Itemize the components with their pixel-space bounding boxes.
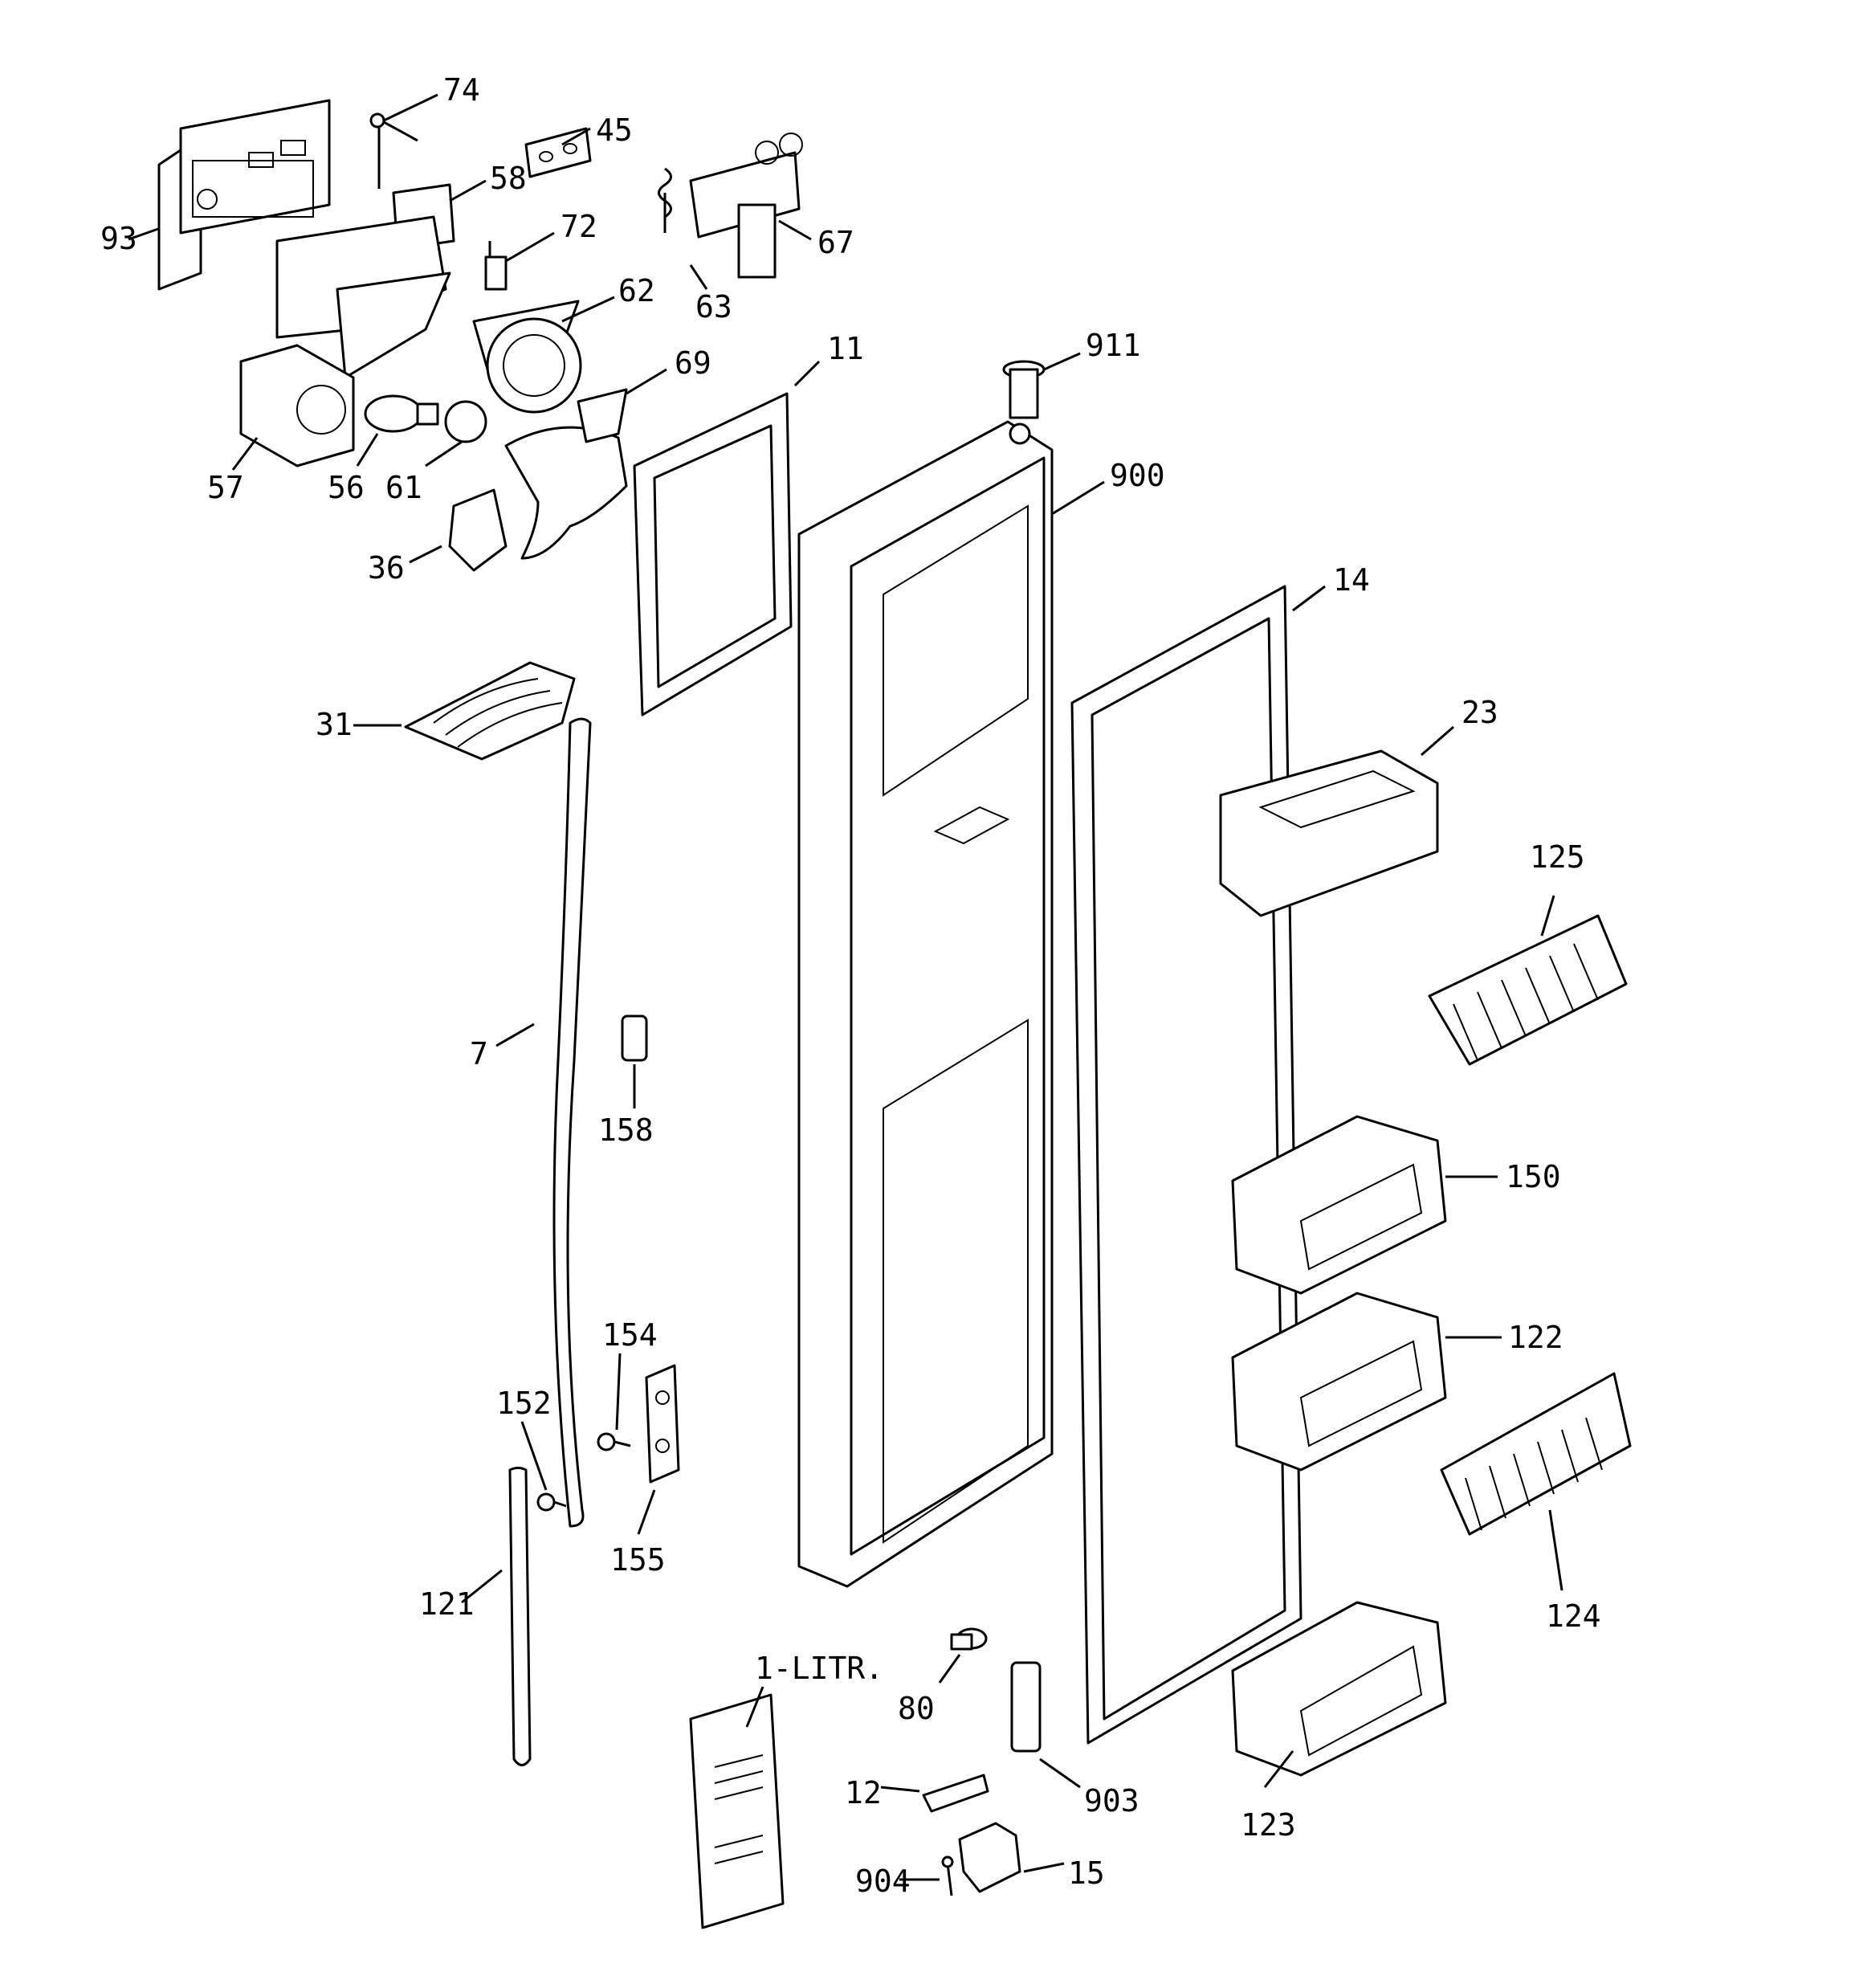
callout-labels: 74 45 58 93 72 67 63 62 911 11 69 57 56 …	[100, 72, 1601, 1899]
part-67-hinge-arm	[689, 133, 803, 279]
part-74-spring	[369, 112, 418, 189]
part-62-ring	[472, 300, 582, 414]
part-123-door-bin	[1231, 1601, 1447, 1777]
callout-121: 121	[419, 1586, 475, 1622]
callout-56: 56	[328, 470, 365, 505]
part-72-switch	[484, 241, 508, 291]
part-911-bushing	[1002, 360, 1046, 419]
callout-23: 23	[1461, 695, 1498, 730]
callout-69: 69	[675, 345, 711, 381]
callout-125: 125	[1530, 839, 1585, 875]
part-57-motor	[239, 344, 355, 467]
part-904-screw	[941, 1855, 954, 1896]
part-150-door-bin	[1231, 1115, 1447, 1295]
callout-72: 72	[561, 209, 597, 244]
part-housing	[275, 215, 451, 379]
part-63-spring	[658, 167, 672, 233]
callout-61: 61	[385, 470, 422, 505]
leader-lines	[128, 93, 1563, 1881]
part-36-actuator	[448, 488, 508, 572]
part-7-handle	[552, 717, 592, 1528]
part-121-trim	[508, 1467, 532, 1766]
callout-15: 15	[1068, 1855, 1105, 1891]
part-45-plate	[524, 127, 592, 178]
part-122-door-bin	[1231, 1292, 1447, 1472]
callout-152: 152	[496, 1386, 552, 1421]
callout-67: 67	[817, 225, 854, 260]
callout-58: 58	[490, 161, 527, 196]
callout-62: 62	[618, 273, 655, 308]
part-1litr-manual	[689, 1693, 785, 1929]
part-56-bulb	[364, 394, 439, 433]
callout-63: 63	[695, 289, 732, 325]
callout-57: 57	[207, 470, 244, 505]
callout-31: 31	[316, 707, 353, 742]
callout-45: 45	[596, 112, 633, 148]
callout-122: 122	[1508, 1320, 1563, 1355]
part-124-wire-basket	[1440, 1372, 1632, 1536]
part-154-screw	[597, 1432, 631, 1451]
part-61-gear	[444, 400, 487, 443]
callout-1litr: 1-LITR.	[755, 1651, 883, 1686]
callout-124: 124	[1546, 1598, 1601, 1634]
callout-80: 80	[898, 1691, 935, 1726]
part-23-dairy-bin	[1219, 749, 1439, 917]
part-125-wire-basket	[1428, 914, 1628, 1066]
callout-7: 7	[470, 1036, 488, 1072]
part-11-frame	[633, 392, 793, 716]
callout-11: 11	[827, 331, 864, 366]
part-69-chute	[504, 388, 628, 560]
callout-904: 904	[855, 1863, 911, 1899]
part-152-screw	[536, 1492, 567, 1512]
part-155-hinge-bracket	[645, 1364, 680, 1484]
callout-158: 158	[598, 1112, 654, 1148]
callout-911: 911	[1086, 328, 1141, 363]
part-80-plug	[950, 1627, 988, 1651]
part-158-clip	[621, 1014, 648, 1062]
callout-36: 36	[368, 550, 405, 586]
callout-14: 14	[1333, 562, 1370, 598]
callout-150: 150	[1506, 1159, 1561, 1194]
callout-74: 74	[443, 72, 480, 108]
callout-93: 93	[100, 221, 137, 256]
part-31-drip-grille	[404, 661, 576, 761]
callout-154: 154	[602, 1317, 658, 1353]
part-12-shim	[922, 1774, 989, 1813]
part-15-lower-hinge	[958, 1822, 1021, 1893]
callout-12: 12	[845, 1775, 882, 1810]
callout-155: 155	[610, 1542, 666, 1578]
callout-903: 903	[1084, 1783, 1139, 1819]
part-900-door	[797, 420, 1054, 1588]
callout-123: 123	[1241, 1807, 1296, 1843]
callout-900: 900	[1110, 458, 1165, 493]
part-93-control-panel	[157, 99, 331, 291]
part-903-pin	[1010, 1661, 1042, 1753]
